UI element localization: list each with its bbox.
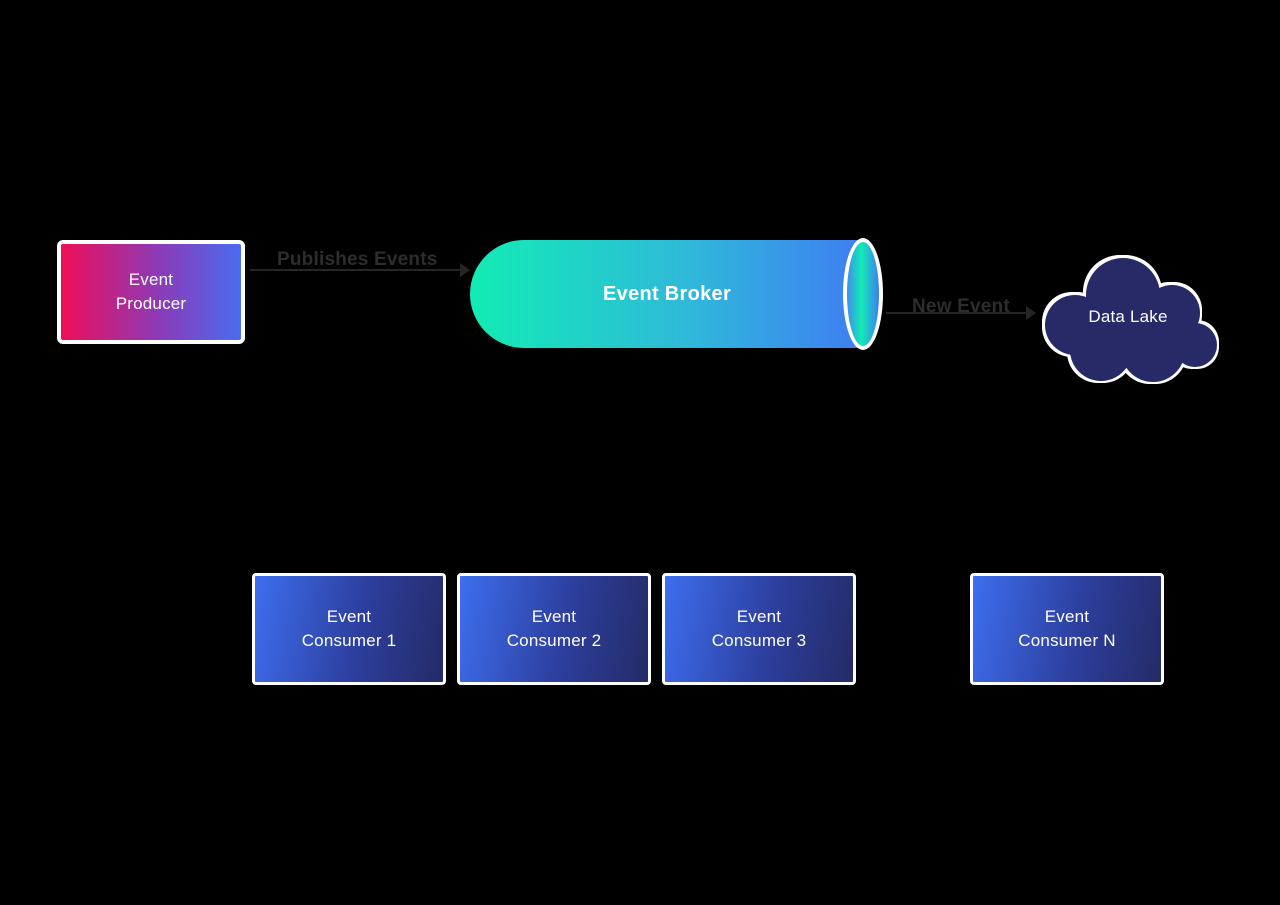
event-consumer-1-label: Event Consumer 1: [302, 605, 397, 653]
event-consumer-3-node: Event Consumer 3: [662, 573, 856, 685]
event-consumer-2-line2: Consumer 2: [506, 631, 602, 650]
event-consumer-3-line2: Consumer 3: [711, 631, 807, 650]
event-broker-cylinder: Event Broker: [470, 240, 864, 348]
event-consumer-2-line1: Event: [531, 607, 577, 626]
new-event-label: New Event: [912, 296, 1010, 317]
data-lake-node: Data Lake: [1035, 251, 1221, 391]
publish-arrow-line: [250, 269, 462, 271]
event-producer-label-line2: Producer: [115, 294, 187, 313]
event-consumer-2-node: Event Consumer 2: [457, 573, 651, 685]
cylinder-end-cap: [843, 238, 883, 350]
event-consumer-1-line2: Consumer 1: [301, 631, 397, 650]
event-consumer-n-line2: Consumer N: [1018, 631, 1116, 650]
publishes-events-label: Publishes Events: [277, 249, 438, 270]
event-consumer-3-label: Event Consumer 3: [712, 605, 807, 653]
event-broker-label: Event Broker: [602, 283, 732, 305]
event-consumer-1-line1: Event: [326, 607, 372, 626]
event-consumer-n-label: Event Consumer N: [1018, 605, 1115, 653]
event-producer-node: Event Producer: [57, 240, 245, 344]
event-consumer-1-node: Event Consumer 1: [252, 573, 446, 685]
cloud-icon: [1045, 258, 1217, 382]
event-producer-label-line1: Event: [128, 270, 174, 289]
publish-arrowhead-icon: [460, 263, 470, 277]
event-consumer-n-node: Event Consumer N: [970, 573, 1164, 685]
data-lake-label: Data Lake: [1088, 307, 1168, 326]
event-consumer-3-line1: Event: [736, 607, 782, 626]
event-producer-label: Event Producer: [116, 268, 187, 316]
new-event-arrow-line: [886, 312, 1032, 314]
event-consumer-2-label: Event Consumer 2: [507, 605, 602, 653]
event-consumer-n-line1: Event: [1044, 607, 1090, 626]
new-event-arrowhead-icon: [1026, 306, 1036, 320]
